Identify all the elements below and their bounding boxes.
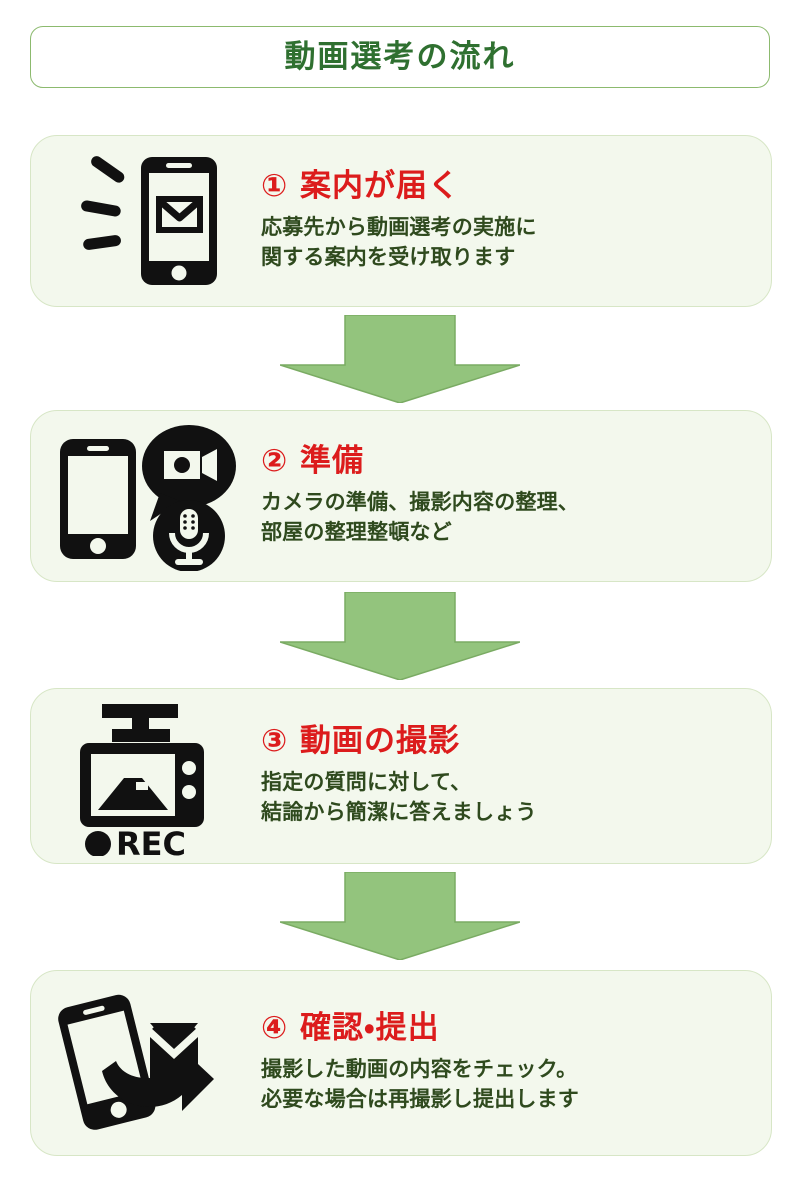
step-4-description-line-1: 撮影した動画の内容をチェック。: [261, 1057, 578, 1082]
step-2-description-line-2: 部屋の整理整頓など: [261, 520, 452, 545]
step-3-description-line-2: 結論から簡潔に答えましょう: [261, 800, 537, 825]
dashcam-recorder-icon: REC: [80, 704, 204, 856]
step-3-body: ③ 動画の撮影 指定の質問に対して、 結論から簡潔に答えましょう: [261, 724, 771, 828]
flow-arrow-3-to-4: [280, 872, 520, 960]
down-arrow-icon: [280, 315, 520, 403]
step-card-4: ④ 確認・提出 撮影した動画の内容をチェック。 必要な場合は再撮影し提出します: [30, 970, 772, 1156]
step-2-icon-area: [31, 411, 261, 581]
down-arrow-icon: [280, 592, 520, 680]
step-3-description: 指定の質問に対して、 結論から簡潔に答えましょう: [261, 768, 753, 828]
phone-arrow-envelope-icon: [58, 994, 214, 1130]
step-2-description: カメラの準備、撮影内容の整理、 部屋の整理整頓など: [261, 488, 753, 548]
flow-arrow-2-to-3: [280, 592, 520, 680]
page-title: 動画選考の流れ: [284, 38, 516, 75]
step-2-description-line-1: カメラの準備、撮影内容の整理、: [261, 490, 579, 515]
step-card-3: REC ③ 動画の撮影 指定の質問に対して、 結論から簡潔に答えましょう: [30, 688, 772, 864]
phone-mail-notification-icon: [81, 156, 217, 285]
step-1-icon-area: [31, 136, 261, 306]
step-3-icon-area: REC: [31, 689, 261, 863]
step-3-description-line-1: 指定の質問に対して、: [261, 770, 472, 795]
rec-label: REC: [116, 825, 186, 856]
step-1-description-line-1: 応募先から動画選考の実施に: [261, 215, 537, 240]
step-4-heading: ④ 確認・提出: [261, 1010, 440, 1047]
step-4-icon-area: [31, 971, 261, 1155]
step-1-description: 応募先から動画選考の実施に 関する案内を受け取ります: [261, 213, 753, 273]
step-1-heading: ① 案内が届く: [261, 168, 461, 205]
step-1-body: ① 案内が届く 応募先から動画選考の実施に 関する案内を受け取ります: [261, 169, 771, 273]
step-2-body: ② 準備 カメラの準備、撮影内容の整理、 部屋の整理整頓など: [261, 444, 771, 548]
step-4-description-line-2: 必要な場合は再撮影し提出します: [261, 1087, 579, 1112]
step-4-body: ④ 確認・提出 撮影した動画の内容をチェック。 必要な場合は再撮影し提出します: [261, 1011, 771, 1115]
flow-arrow-1-to-2: [280, 315, 520, 403]
step-4-description: 撮影した動画の内容をチェック。 必要な場合は再撮影し提出します: [261, 1055, 753, 1115]
step-1-description-line-2: 関する案内を受け取ります: [261, 245, 516, 270]
step-card-1: ① 案内が届く 応募先から動画選考の実施に 関する案内を受け取ります: [30, 135, 772, 307]
down-arrow-icon: [280, 872, 520, 960]
step-card-2: ② 準備 カメラの準備、撮影内容の整理、 部屋の整理整頓など: [30, 410, 772, 582]
step-3-heading: ③ 動画の撮影: [261, 723, 461, 760]
phone-videocam-microphone-icon: [59, 425, 236, 571]
page-title-box: 動画選考の流れ: [30, 26, 770, 88]
step-2-heading: ② 準備: [261, 443, 365, 480]
